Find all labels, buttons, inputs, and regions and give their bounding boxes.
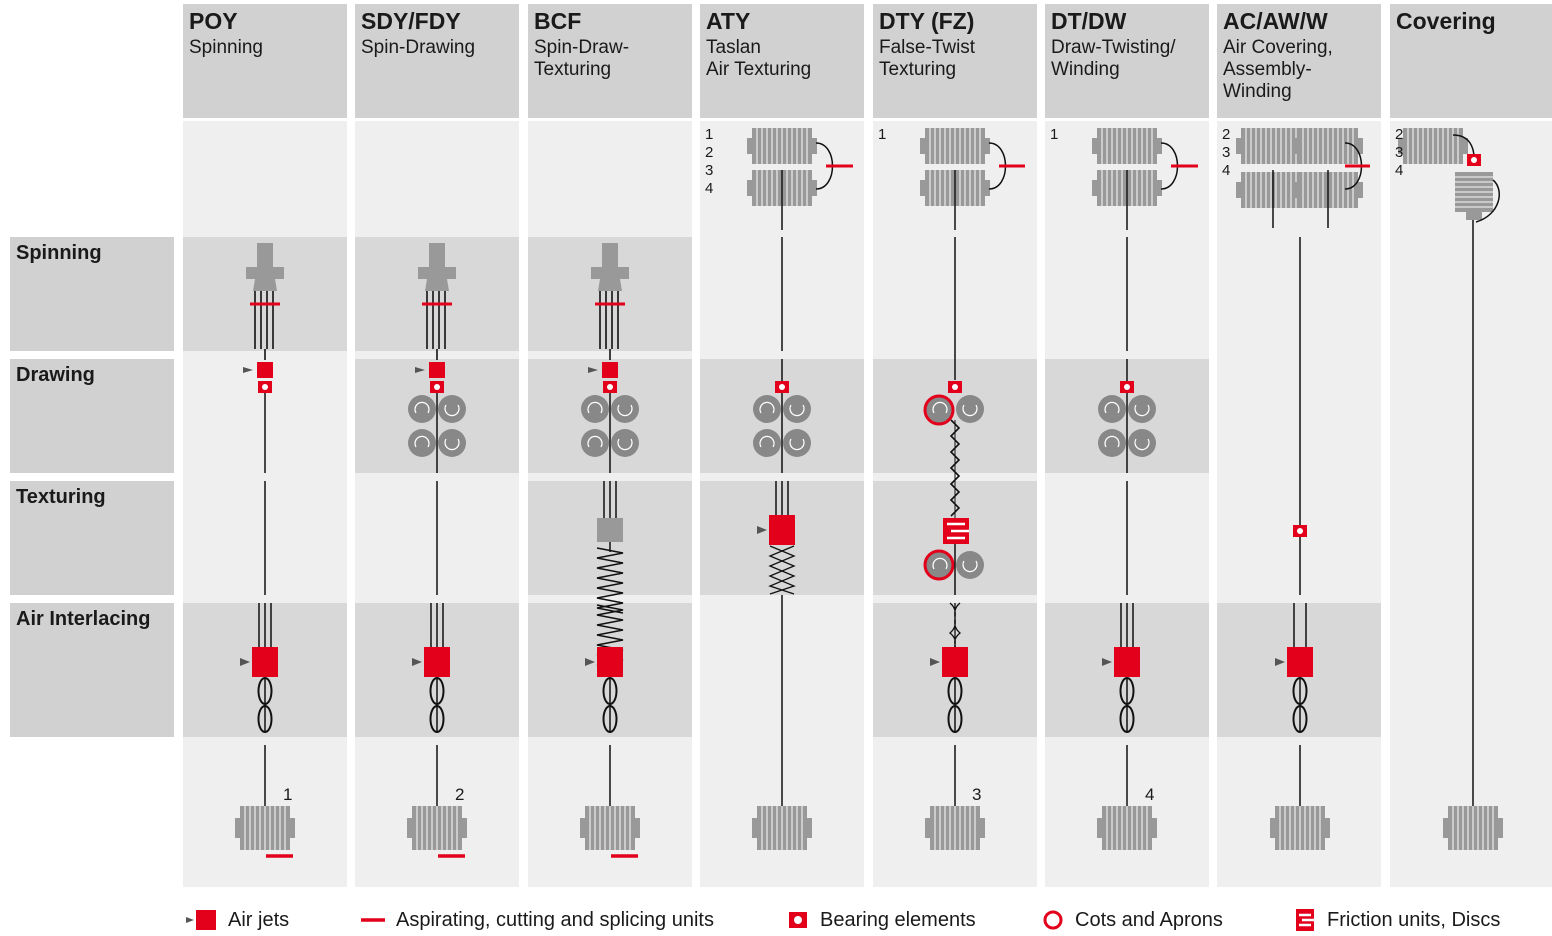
- process-diagram: [183, 121, 1552, 887]
- aspirating-unit-icon: [360, 908, 386, 932]
- column-title: POY: [189, 8, 238, 34]
- column-title: SDY/FDY: [361, 8, 461, 34]
- column-title: BCF: [534, 8, 582, 34]
- creel-number: 3: [1395, 144, 1404, 161]
- creel-number: 4: [1395, 162, 1404, 179]
- creel-number: 2: [1395, 126, 1404, 143]
- legend-label: Aspirating, cutting and splicing units: [396, 908, 714, 931]
- creel-number: 2: [705, 144, 714, 161]
- column-header-bcf: BCF Spin-Draw- Texturing: [528, 4, 692, 118]
- process-column-dty: [919, 127, 1025, 851]
- column-header-aty: ATY Taslan Air Texturing: [700, 4, 864, 118]
- column-header-dt-dw: DT/DW Draw-Twisting/ Winding: [1045, 4, 1209, 118]
- creel-number: 4: [705, 180, 714, 197]
- column-subtitle: Air Covering, Assembly- Winding: [1223, 37, 1333, 102]
- creel-number: 2: [1222, 126, 1231, 143]
- legend-bearing: Bearing elements: [786, 905, 976, 935]
- column-header-sdy-fdy: SDY/FDY Spin-Drawing: [355, 4, 519, 118]
- column-title: ATY: [706, 8, 751, 34]
- package-number-dty: 3: [972, 785, 982, 804]
- column-subtitle: Spinning: [189, 37, 263, 58]
- package-number-poy: 1: [283, 785, 293, 804]
- column-subtitle: Taslan Air Texturing: [706, 37, 812, 80]
- process-column-bcf: [579, 241, 641, 858]
- legend-aspirating: Aspirating, cutting and splicing units: [360, 905, 714, 935]
- legend-cots: Cots and Aprons: [1041, 905, 1223, 935]
- process-column-poy: [234, 241, 296, 858]
- friction-unit-icon: [1293, 908, 1317, 932]
- column-header-poy: POY Spinning: [183, 4, 347, 118]
- row-label-air-interlacing: Air Interlacing: [10, 603, 174, 737]
- column-subtitle: Draw-Twisting/ Winding: [1051, 37, 1176, 80]
- column-subtitle: Spin-Drawing: [361, 37, 476, 58]
- legend-label: Bearing elements: [820, 908, 976, 931]
- creel-number: 3: [1222, 144, 1231, 161]
- package-number-sdy-fdy: 2: [455, 785, 465, 804]
- process-column-dt-dw: [1091, 127, 1198, 851]
- process-column-ac-aw-w: [1235, 127, 1370, 851]
- column-header-covering: Covering: [1390, 4, 1552, 118]
- process-column-aty: [746, 127, 853, 851]
- legend-label: Cots and Aprons: [1075, 908, 1223, 931]
- row-label-spinning: Spinning: [10, 237, 174, 351]
- column-title: AC/AW/W: [1223, 8, 1328, 34]
- column-subtitle: False-Twist Texturing: [879, 37, 976, 80]
- creel-number: 1: [1050, 126, 1059, 143]
- legend-label: Air jets: [228, 908, 290, 931]
- column-title: DT/DW: [1051, 8, 1127, 34]
- legend-air-jets: Air jets: [186, 905, 289, 935]
- creel-numbers-dty: 1: [878, 126, 886, 144]
- process-column-covering: [1397, 127, 1504, 851]
- creel-number: 1: [878, 126, 887, 143]
- creel-numbers-covering: 2 3 4: [1395, 126, 1403, 180]
- legend-friction: Friction units, Discs: [1293, 905, 1500, 935]
- package-number-dt-dw: 4: [1145, 785, 1155, 804]
- process-column-sdy-fdy: [406, 241, 468, 858]
- column-title: Covering: [1396, 8, 1496, 34]
- air-jet-icon: [186, 908, 218, 932]
- legend-label: Friction units, Discs: [1327, 908, 1501, 931]
- column-header-ac-aw-w: AC/AW/W Air Covering, Assembly- Winding: [1217, 4, 1381, 118]
- creel-numbers-ac-aw-w: 2 3 4: [1222, 126, 1230, 180]
- creel-numbers-aty: 1 2 3 4: [705, 126, 713, 198]
- column-header-dty: DTY (FZ) False-Twist Texturing: [873, 4, 1037, 118]
- creel-numbers-dt-dw: 1: [1050, 126, 1058, 144]
- creel-number: 1: [705, 126, 714, 143]
- creel-number: 3: [705, 162, 714, 179]
- column-title: DTY (FZ): [879, 8, 975, 34]
- creel-number: 4: [1222, 162, 1231, 179]
- row-label-drawing: Drawing: [10, 359, 174, 473]
- bearing-element-icon: [786, 908, 810, 932]
- column-backgrounds: [183, 121, 1552, 887]
- cots-apron-icon: [1041, 908, 1065, 932]
- column-subtitle: Spin-Draw- Texturing: [534, 37, 630, 80]
- row-label-texturing: Texturing: [10, 481, 174, 595]
